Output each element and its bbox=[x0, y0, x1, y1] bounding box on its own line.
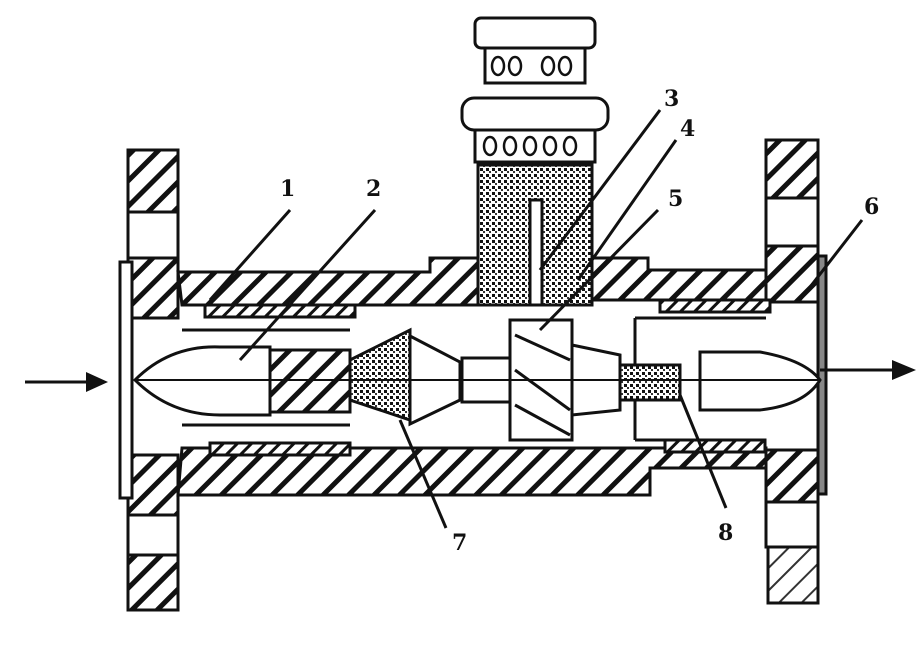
leader-lines bbox=[208, 109, 864, 529]
front-flow-conditioner bbox=[132, 327, 412, 423]
outlet-arrow bbox=[820, 360, 916, 380]
label-6: 6 bbox=[864, 194, 880, 220]
label-2: 2 bbox=[366, 176, 382, 202]
label-5: 5 bbox=[668, 186, 684, 212]
label-3: 3 bbox=[664, 86, 680, 112]
left-flange bbox=[118, 148, 180, 612]
label-8: 8 bbox=[718, 520, 734, 546]
label-1: 1 bbox=[280, 176, 296, 202]
label-4: 4 bbox=[680, 116, 696, 142]
inlet-arrow bbox=[25, 372, 108, 392]
rear-bearing bbox=[618, 363, 682, 402]
signal-pickup-assembly bbox=[460, 16, 610, 307]
housing-upper-wall bbox=[176, 256, 768, 307]
label-7: 7 bbox=[452, 530, 468, 556]
